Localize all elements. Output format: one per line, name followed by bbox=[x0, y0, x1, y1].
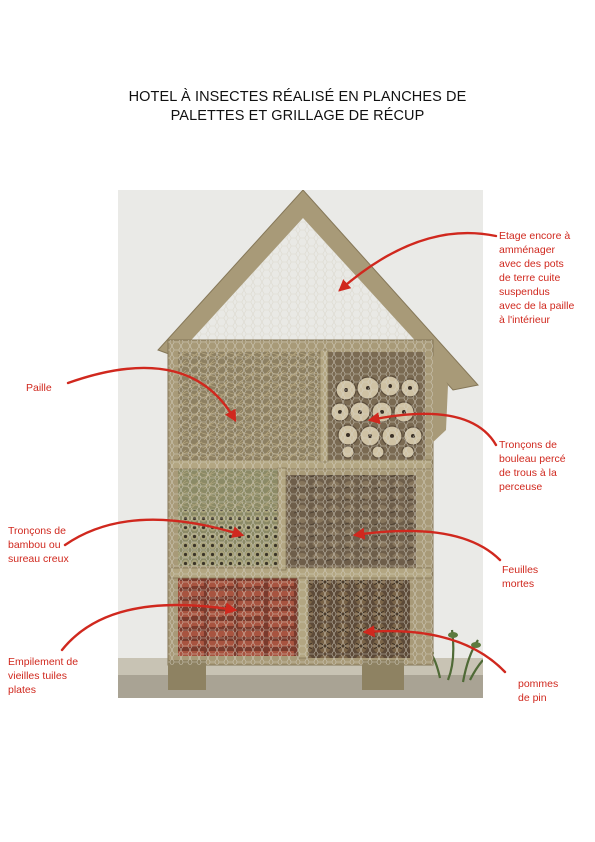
title-line-2: PALETTES ET GRILLAGE DE RÉCUP bbox=[170, 108, 425, 124]
label-tuiles: Empilement de vieilles tuiles plates bbox=[8, 656, 79, 696]
roof bbox=[157, 190, 479, 391]
insect-hotel-photo bbox=[118, 190, 483, 698]
arrow-tuiles bbox=[60, 602, 238, 652]
label-pommes: pommes de pin bbox=[518, 678, 559, 704]
arrow-etage bbox=[338, 231, 498, 292]
title-line-1: HOTEL À INSECTES RÉALISÉ EN PLANCHES DE bbox=[128, 89, 467, 105]
label-feuilles: Feuilles mortes bbox=[502, 564, 539, 590]
arrow-pommes bbox=[362, 625, 507, 674]
label-troncons-bouleau: Tronçons de bouleau percé de trous à la … bbox=[499, 439, 566, 493]
label-troncons-bambou: Tronçons de bambou ou sureau creux bbox=[8, 525, 69, 565]
arrow-feuilles bbox=[352, 527, 502, 562]
arrow-troncons-bouleau bbox=[367, 412, 498, 447]
page-title: HOTEL À INSECTES RÉALISÉ EN PLANCHES DE … bbox=[0, 88, 595, 126]
label-paille: Paille bbox=[26, 382, 52, 394]
label-etage: Etage encore à amménager avec des pots d… bbox=[499, 230, 575, 326]
arrow-troncons-bambou bbox=[63, 518, 245, 547]
arrow-paille bbox=[66, 366, 237, 423]
